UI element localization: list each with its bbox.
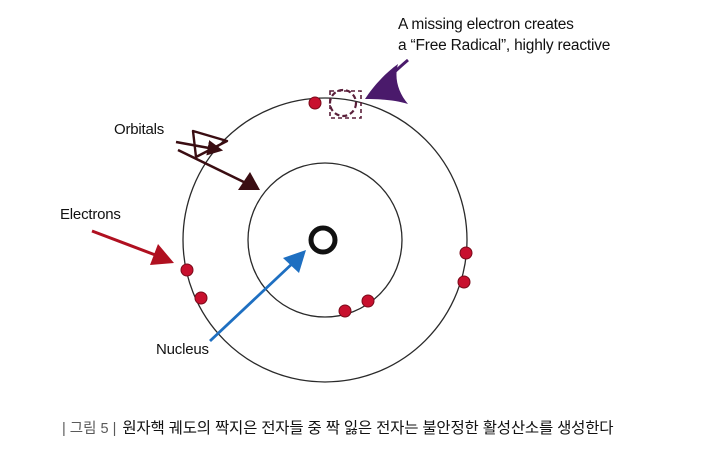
missing-electron-arrow xyxy=(365,58,409,104)
electron xyxy=(457,275,471,289)
missing-electron-label-line1: A missing electron creates xyxy=(398,16,574,33)
orbitals-arrows xyxy=(175,129,260,190)
nucleus xyxy=(308,225,338,255)
electrons-arrow xyxy=(91,229,174,265)
outer-orbit xyxy=(182,97,468,383)
caption-text: 원자핵 궤도의 짝지은 전자들 중 짝 잃은 전자는 불안정한 활성산소를 생성… xyxy=(122,420,614,437)
missing-electron-box xyxy=(329,90,362,119)
inner-orbit xyxy=(247,162,403,318)
missing-electron-label-line2: a “Free Radical”, highly reactive xyxy=(398,37,611,54)
electron xyxy=(338,304,352,318)
missing-electron-marker xyxy=(328,88,358,118)
nucleus-arrow xyxy=(209,250,306,343)
electron xyxy=(308,96,322,110)
electron xyxy=(180,263,194,277)
electron xyxy=(459,246,473,260)
electron xyxy=(361,294,375,308)
nucleus-label: Nucleus xyxy=(156,341,209,358)
electrons-label: Electrons xyxy=(60,206,121,223)
electron xyxy=(194,291,208,305)
figure-caption: | 그림 5 | 원자핵 궤도의 짝지은 전자들 중 짝 잃은 전자는 불안정한 … xyxy=(62,418,712,440)
missing-electron-label: A missing electron creates a “Free Radic… xyxy=(398,14,610,56)
orbitals-label: Orbitals xyxy=(114,121,165,138)
electrons xyxy=(180,96,473,318)
figure-number: | 그림 5 | xyxy=(62,421,117,437)
